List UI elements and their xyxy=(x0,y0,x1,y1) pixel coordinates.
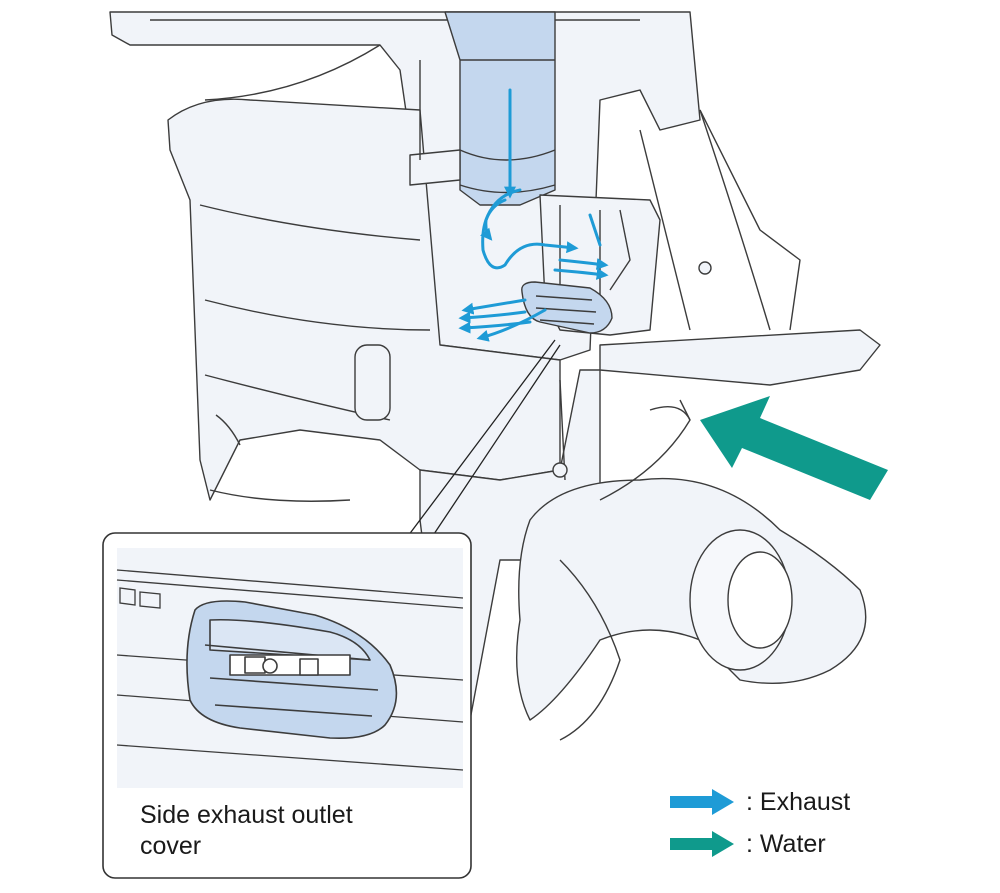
inset-caption-line2: cover xyxy=(140,832,202,860)
inset-detail xyxy=(116,548,464,788)
outlet-cover-large xyxy=(186,600,398,740)
exhaust-pipe xyxy=(444,11,556,206)
legend-water-label: : Water xyxy=(746,829,826,858)
outlet-cover-small xyxy=(521,281,613,334)
inset-caption: Side exhaust outlet cover xyxy=(140,800,460,862)
legend-exhaust-label: : Exhaust xyxy=(746,787,851,816)
water-flow-arrow xyxy=(700,396,888,500)
legend-exhaust: : Exhaust xyxy=(668,784,850,820)
lower-casing xyxy=(167,98,561,502)
legend-water: : Water xyxy=(668,826,826,862)
callout-leader xyxy=(404,339,561,541)
water-arrow-icon xyxy=(670,831,734,857)
inset-caption-line1: Side exhaust outlet xyxy=(140,801,353,829)
exhaust-arrow-icon xyxy=(670,789,734,815)
exhaust-flow-arrows xyxy=(458,88,609,342)
propeller xyxy=(515,399,867,741)
